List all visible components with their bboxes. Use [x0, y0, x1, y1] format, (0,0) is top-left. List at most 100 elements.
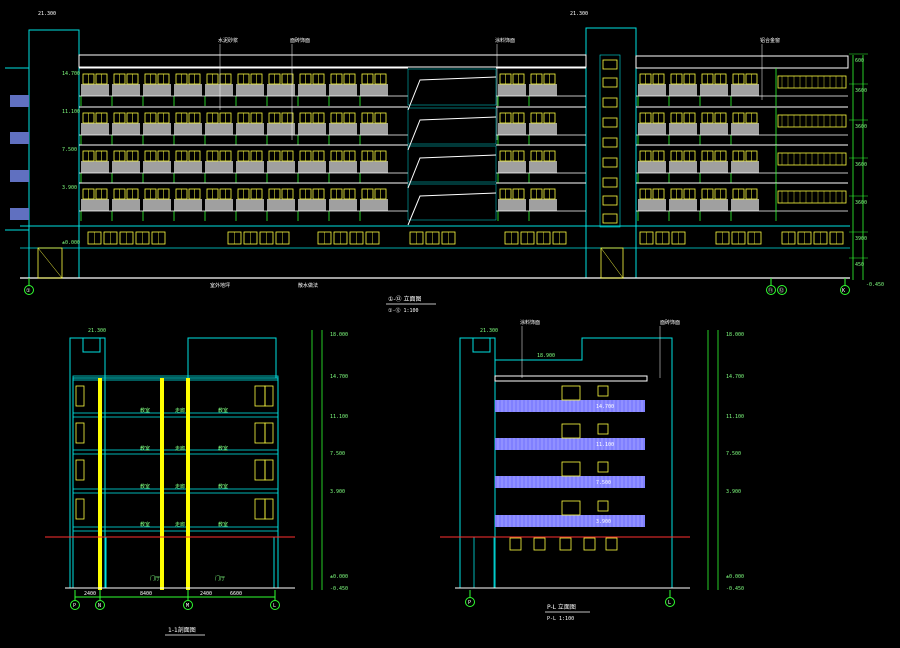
front-level-4: ±0.000: [62, 240, 80, 246]
side-balcony-level: 14.700: [596, 404, 614, 410]
front-axis-label-1: ①: [26, 288, 31, 294]
side-ground-window: [509, 537, 522, 551]
side-ground-window: [605, 537, 618, 551]
front-bottom-note-1: 散水做法: [298, 282, 318, 289]
side-door: [561, 385, 581, 401]
front-floor-bands: [79, 67, 848, 221]
balcony-panel: [638, 84, 666, 96]
side-level-2: 11.100: [726, 414, 744, 420]
balcony-panel: [112, 123, 140, 135]
section-axis-label-p: P: [73, 603, 76, 609]
front-level-1: 11.100: [62, 109, 80, 115]
front-elevation-title: ①-⑫ 立面图: [388, 295, 421, 303]
side-level-1: 14.700: [726, 374, 744, 380]
side-ground-window: [533, 537, 546, 551]
tower-window: [602, 117, 618, 128]
side-label-0: 涂料饰面: [520, 319, 540, 326]
front-top-label-5: 铝合金窗: [760, 37, 780, 44]
front-dim-label: 3600: [855, 124, 867, 130]
side-balcony-level: 3.900: [596, 519, 611, 525]
section-slab: [72, 449, 279, 455]
balcony-panel: [81, 199, 109, 211]
side-elevation-subtitle: P-L 1:100: [547, 616, 574, 622]
axis-bubble-12: [777, 285, 787, 295]
axis-bubble-k: [840, 285, 850, 295]
front-dim-label: 3600: [855, 162, 867, 168]
balcony-panel: [638, 161, 666, 173]
section-room-label: 门厅: [150, 575, 160, 582]
tower-window: [602, 59, 618, 70]
section-room-label: 走廊: [175, 407, 185, 414]
section-slab: [72, 412, 279, 418]
balcony-panel: [236, 84, 264, 96]
balcony-panel: [143, 123, 171, 135]
balcony-panel: [669, 84, 697, 96]
balcony-panel: [498, 123, 526, 135]
balcony-panel: [638, 199, 666, 211]
section-level-3: 7.500: [330, 451, 345, 457]
section-axis-label-m: M: [186, 603, 189, 609]
side-door: [561, 423, 581, 439]
balcony-panel: [112, 161, 140, 173]
front-axis-label-11: ⑪: [768, 287, 773, 294]
middle-stair-lines: [407, 76, 497, 226]
side-level-5: ±0.000: [726, 574, 744, 580]
section-axis-m: [183, 600, 193, 610]
front-level-2: 7.500: [62, 147, 77, 153]
tower-window: [602, 77, 618, 88]
front-dim-label: 3900: [855, 236, 867, 242]
left-entrance-door: [37, 247, 63, 279]
balcony-panel: [669, 199, 697, 211]
side-roof-band: [494, 375, 648, 382]
balcony-panel: [174, 123, 202, 135]
section-room-label: 教室: [218, 521, 228, 528]
balcony-panel: [236, 199, 264, 211]
section-room-label: 走廊: [175, 521, 185, 528]
front-dim-label: 3600: [855, 88, 867, 94]
tower-windows: [599, 54, 621, 228]
balcony-panel: [298, 161, 326, 173]
side-roof-level: 18.900: [537, 353, 555, 359]
front-axis-label-k: K: [842, 288, 845, 294]
section-level-6: -0.450: [330, 586, 348, 592]
section-column-n: [98, 378, 102, 590]
balcony-panel: [529, 123, 557, 135]
side-level-0: 18.000: [726, 332, 744, 338]
balcony-panel: [143, 199, 171, 211]
balcony-panel: [498, 199, 526, 211]
section-view: 21.300 18.000 14.700 11.100 7.500 3.900 …: [45, 328, 348, 636]
balcony-panel: [205, 123, 233, 135]
balcony-panel: [174, 84, 202, 96]
front-dim-label: 600: [855, 58, 864, 64]
balcony-panel: [81, 84, 109, 96]
balcony-panel: [298, 199, 326, 211]
tower-window: [602, 195, 618, 206]
side-balcony-level: 7.500: [596, 480, 611, 486]
balcony-panel: [700, 84, 728, 96]
side-axis-p: [465, 597, 475, 607]
tower-window: [602, 137, 618, 148]
balcony-panel: [700, 199, 728, 211]
balcony-panel: [267, 123, 295, 135]
section-level-2: 11.100: [330, 414, 348, 420]
side-level-3: 7.500: [726, 451, 741, 457]
front-elevation-subtitle: ①-⑫ 1:100: [388, 307, 419, 314]
balcony-panel: [638, 123, 666, 135]
section-window-left: [75, 459, 85, 481]
side-label-1: 面砖饰面: [660, 319, 680, 326]
axis-bubble-11: [766, 285, 776, 295]
section-top-level: 21.300: [88, 328, 106, 334]
balcony-panel: [360, 161, 388, 173]
axis-bubble-1: [24, 285, 34, 295]
side-balcony-level: 11.100: [596, 442, 614, 448]
section-axis-p: [70, 600, 80, 610]
front-axis-bubbles: [24, 278, 850, 295]
balcony-panel: [329, 123, 357, 135]
side-window: [597, 423, 609, 435]
side-window: [597, 461, 609, 473]
balcony-panel: [731, 84, 759, 96]
side-axis-label-p: P: [468, 600, 471, 606]
section-room-label: 教室: [218, 445, 228, 452]
section-level-5: ±0.000: [330, 574, 348, 580]
side-body-outline: [495, 337, 673, 588]
